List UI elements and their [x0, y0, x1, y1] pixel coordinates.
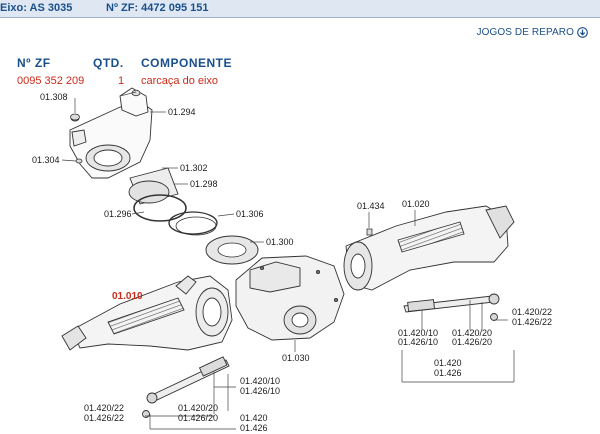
callout-01-294: 01.294: [168, 107, 196, 117]
callout-01-426-20-left: 01.426/20: [178, 413, 218, 423]
callout-01-030: 01.030: [282, 353, 310, 363]
callout-01-426-right: 01.426: [434, 368, 462, 378]
callout-01-298: 01.298: [190, 179, 218, 189]
row-qty: 1: [118, 75, 125, 87]
repair-kits-label: JOGOS DE REPARO: [476, 27, 574, 38]
callout-01-426-10-right: 01.426/10: [398, 337, 438, 347]
callout-01-426-22-left: 01.426/22: [84, 413, 124, 423]
callout-01-426-22-right: 01.426/22: [512, 317, 552, 327]
right-tie-rod-drawing: [403, 293, 500, 321]
callout-01-434: 01.434: [357, 201, 385, 211]
column-component: COMPONENTE: [141, 56, 233, 70]
callout-01-426-10-left: 01.426/10: [240, 386, 280, 396]
callout-01-020: 01.020: [402, 199, 430, 209]
callout-01-010: 01.010: [112, 291, 143, 302]
right-axle-housing-drawing: [343, 205, 515, 291]
callout-01-300: 01.300: [266, 237, 294, 247]
callout-01-420-22-right: 01.420/22: [512, 307, 552, 317]
left-axle-housing-drawing: [61, 275, 233, 351]
callout-01-420-10-left: 01.420/10: [240, 376, 280, 386]
repair-kits-link[interactable]: JOGOS DE REPARO: [477, 27, 588, 38]
callout-01-420-22-left: 01.420/22: [84, 403, 124, 413]
callout-01-420-20-right: 01.420/20: [452, 328, 492, 338]
download-circle-icon: [577, 27, 588, 38]
column-qty: QTD.: [93, 56, 124, 70]
row-component: carcaça do eixo: [141, 75, 219, 87]
callout-01-420-left: 01.420: [240, 413, 268, 423]
axle-bracket-drawing: [69, 87, 153, 179]
fasteners-drawing: [70, 89, 373, 236]
differential-carrier-drawing: [235, 255, 345, 341]
leader-lines: [61, 91, 515, 430]
zf-number-label: Nº ZF: 4472 095 151: [106, 2, 209, 14]
callout-labels: 01.308 01.294 01.304 01.302 01.298 01.29…: [32, 92, 552, 433]
callout-01-304: 01.304: [32, 155, 60, 165]
left-tie-rod-drawing: [142, 356, 230, 418]
callout-01-306: 01.306: [236, 209, 264, 219]
column-zf-number: Nº ZF: [17, 56, 51, 70]
callout-01-296: 01.296: [104, 209, 132, 219]
callout-01-426-left: 01.426: [240, 423, 268, 433]
callout-01-426-20-right: 01.426/20: [452, 337, 492, 347]
callout-01-308: 01.308: [40, 92, 68, 102]
callout-01-420-20-left: 01.420/20: [178, 403, 218, 413]
bearing-rings-drawing: [128, 167, 259, 265]
callout-01-420-10-right: 01.420/10: [398, 328, 438, 338]
callout-01-420-right: 01.420: [434, 358, 462, 368]
header-bar: Eixo: AS 3035 Nº ZF: 4472 095 151: [0, 0, 600, 18]
callout-01-302: 01.302: [180, 163, 208, 173]
row-zf-number: 0095 352 209: [17, 75, 85, 87]
axle-label: Eixo: AS 3035: [0, 2, 73, 14]
